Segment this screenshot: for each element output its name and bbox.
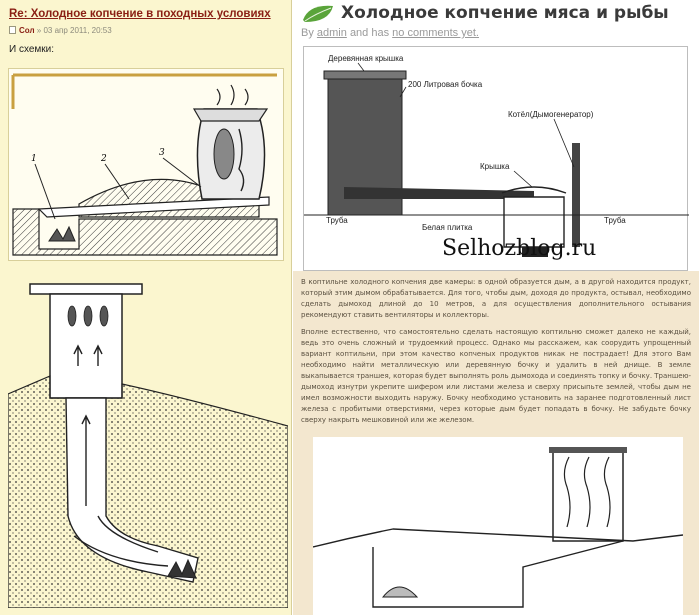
article-title[interactable]: Холодное копчение мяса и рыбы xyxy=(341,3,669,23)
article-paragraph-1: В коптильне холодного копчения две камер… xyxy=(301,278,691,319)
diagram-label-barrel: 200 Литровая бочка xyxy=(408,80,483,89)
article-byline: By admin and has no comments yet. xyxy=(301,27,479,39)
watermark-text: Selhozblog.ru xyxy=(442,236,596,261)
diagram-label-lid: Деревянная крышка xyxy=(328,54,404,63)
diagram-label-brick: Белая плитка xyxy=(422,223,473,232)
post-author-link[interactable]: Сол xyxy=(19,26,35,35)
forum-post-panel: Re: Холодное копчение в походных условия… xyxy=(0,0,292,615)
diagram-label-cover: Крышка xyxy=(480,162,510,171)
smokehouse-section-figure: 1 2 3 xyxy=(8,68,284,261)
smokehouse-section-drawing: 1 2 3 xyxy=(11,73,278,256)
figure1-label-3: 3 xyxy=(159,148,165,158)
diagram-label-pipe-right: Труба xyxy=(604,216,626,225)
leaf-icon xyxy=(303,5,333,22)
byline-prefix: By xyxy=(301,27,314,39)
diagram-label-boiler: Котёл(Дымогенератор) xyxy=(508,110,594,119)
post-date: » 03 апр 2011, 20:53 xyxy=(36,26,112,35)
figure1-label-2: 2 xyxy=(100,154,107,164)
trench-barrel-drawing xyxy=(312,447,684,608)
diagram-label-pipe-left: Труба xyxy=(326,216,348,225)
byline-middle: and has xyxy=(349,27,390,39)
byline-author-link[interactable]: admin xyxy=(316,27,347,39)
post-document-icon xyxy=(9,26,16,34)
barrel-smoker-drawing: Деревянная крышка 200 Литровая бочка Кот… xyxy=(304,54,689,261)
post-title-link[interactable]: Re: Холодное копчение в походных условия… xyxy=(9,8,271,20)
figure1-label-1: 1 xyxy=(31,154,37,164)
trench-smoker-drawing xyxy=(7,283,289,609)
trench-smoker-figure xyxy=(7,276,289,609)
byline-comments-link[interactable]: no comments yet. xyxy=(392,27,479,39)
post-body-text: И схемки: xyxy=(9,44,55,55)
post-meta: Сол » 03 апр 2011, 20:53 xyxy=(9,26,112,35)
blog-article-panel: Холодное копчение мяса и рыбы By admin a… xyxy=(293,0,699,615)
trench-barrel-figure xyxy=(312,437,684,615)
barrel-smoker-diagram: Деревянная крышка 200 Литровая бочка Кот… xyxy=(303,46,689,271)
article-body: В коптильне холодного копчения две камер… xyxy=(293,271,699,615)
article-paragraph-2: Вполне естественно, что самостоятельно с… xyxy=(301,328,691,424)
